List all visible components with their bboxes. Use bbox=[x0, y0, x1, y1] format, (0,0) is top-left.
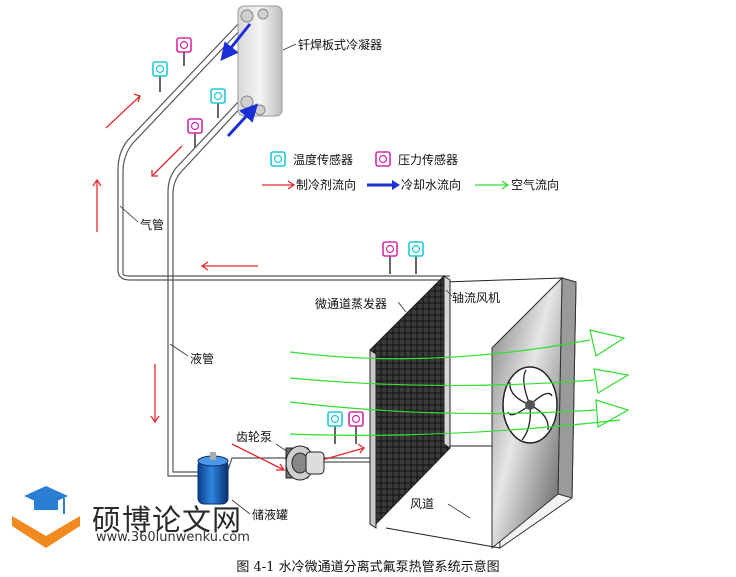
cooling-water-arrow bbox=[226, 103, 259, 138]
legend-air-flow: 空气流向 bbox=[511, 178, 560, 192]
gear-pump-label: 齿轮泵 bbox=[236, 430, 273, 444]
legend-temp-sensor: 温度传感器 bbox=[293, 153, 354, 167]
legend-refrigerant-flow: 制冷剂流向 bbox=[296, 178, 357, 192]
evaporator-label: 微通道蒸发器 bbox=[315, 297, 388, 311]
condenser-label: 钎焊板式冷凝器 bbox=[298, 38, 383, 52]
temp-sensor bbox=[408, 241, 424, 274]
legend-pressure-sensor-icon bbox=[375, 151, 391, 167]
watermark-title: 硕博论文网 bbox=[92, 503, 243, 537]
fan-label: 轴流风机 bbox=[452, 291, 501, 305]
temp-sensor bbox=[327, 411, 343, 444]
air-duct-frame bbox=[385, 277, 563, 549]
watermark-url: www.360lunwenku.com bbox=[96, 530, 250, 545]
pressure-sensor bbox=[348, 411, 364, 444]
label-leaders bbox=[119, 205, 471, 519]
brazed-plate-condenser bbox=[237, 5, 283, 117]
legend-temp-sensor-icon bbox=[270, 151, 286, 167]
legend-cooling-water-flow: 冷却水流向 bbox=[401, 178, 462, 192]
condenser-leader bbox=[282, 43, 297, 51]
air-flow-lines bbox=[289, 329, 630, 436]
refrigerant-arrow bbox=[231, 443, 286, 471]
figure-caption: 图 4-1 水冷微通道分离式氟泵热管系统示意图 bbox=[236, 560, 500, 575]
cooling-water-arrow bbox=[220, 23, 252, 62]
refrigerant-arrow bbox=[200, 261, 258, 271]
refrigerant-arrow bbox=[105, 93, 141, 129]
air-flow-arrow bbox=[289, 399, 630, 428]
liquid-pipe bbox=[167, 99, 245, 477]
gear-pump bbox=[285, 445, 325, 481]
refrigerant-arrow bbox=[92, 178, 102, 232]
temp-sensor bbox=[152, 61, 168, 92]
legend-refrigerant-arrow-icon bbox=[262, 180, 296, 190]
air-flow-arrow bbox=[289, 419, 621, 436]
refrigerant-arrow bbox=[150, 364, 160, 424]
pressure-sensor bbox=[187, 118, 203, 148]
legend-pressure-sensor: 压力传感器 bbox=[398, 153, 459, 167]
legend-water-arrow-icon bbox=[367, 180, 400, 190]
receiver-label: 储液罐 bbox=[252, 508, 289, 522]
air-flow-arrow bbox=[289, 368, 630, 394]
air-flow-arrow bbox=[289, 329, 626, 360]
pressure-sensor bbox=[176, 37, 192, 66]
microchannel-evaporator bbox=[369, 275, 451, 529]
liquid-receiver bbox=[197, 452, 229, 505]
refrigerant-flow-arrows bbox=[92, 93, 365, 471]
gas-pipe bbox=[117, 21, 450, 281]
liquid-pipe-label: 液管 bbox=[190, 352, 215, 366]
refrigerant-arrow bbox=[321, 443, 365, 461]
watermark-logo bbox=[12, 486, 80, 548]
air-duct-label: 风道 bbox=[410, 497, 435, 511]
pressure-sensor bbox=[382, 241, 398, 274]
legend-air-arrow-icon bbox=[475, 180, 510, 190]
temp-sensor bbox=[210, 88, 226, 118]
refrigerant-arrow bbox=[151, 145, 183, 177]
gas-pipe-label: 气管 bbox=[140, 218, 165, 232]
